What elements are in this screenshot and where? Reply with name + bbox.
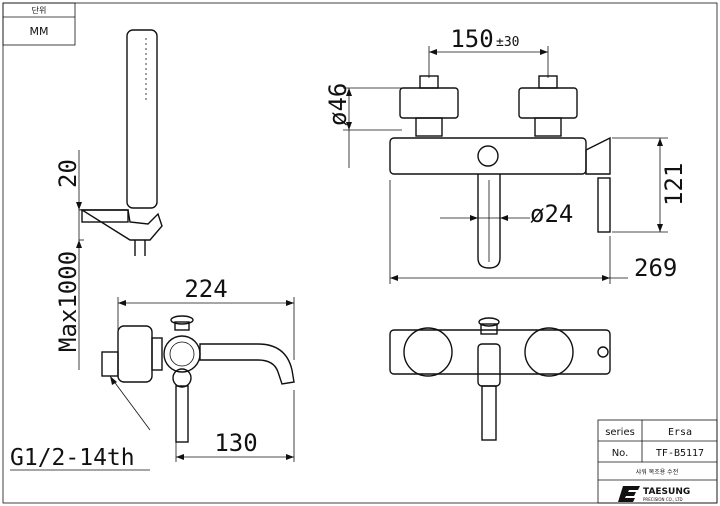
- dim-hose-top: 20: [54, 159, 82, 188]
- unit-box: 단위 MM: [2, 2, 76, 46]
- dim-spout-length: 224: [184, 275, 227, 303]
- hand-shower: [126, 29, 158, 209]
- front-view: 150 ±30 ø46 121 ø2: [324, 25, 688, 284]
- top-view: [389, 317, 611, 441]
- unit-box-label: 단위: [32, 5, 47, 15]
- dim-handle-diameter: ø46: [324, 83, 352, 126]
- bath-spout: [199, 343, 295, 385]
- title-block: series Ersa No. TF-B5117 샤워 목조용 수전 TAESU…: [597, 419, 718, 504]
- shower-holder: [79, 209, 163, 241]
- front-body: [389, 137, 587, 175]
- no-label: No.: [612, 448, 629, 459]
- dim-body-height: 121: [660, 163, 688, 206]
- dim-hose-length: Max1000: [54, 251, 82, 352]
- dim-thread: G1/2-14th: [10, 445, 135, 471]
- dim-spout-diameter: ø24: [530, 200, 573, 228]
- front-spout: [477, 174, 501, 269]
- dim-center-spacing: 150: [450, 25, 493, 53]
- brand-subtitle: PRECISION CO., LTD: [643, 497, 683, 502]
- mixer-body: [117, 325, 153, 383]
- no-value: TF-B5117: [656, 448, 704, 459]
- series-label: series: [605, 427, 635, 438]
- mixer-cartridge: [163, 335, 201, 373]
- side-view: 20 Max1000 224 G1/2-14th 130: [10, 29, 295, 471]
- taesung-logo: TAESUNG PRECISION CO., LTD: [618, 486, 690, 502]
- left-handle: [399, 87, 459, 119]
- dim-overall-width: 269: [634, 254, 677, 282]
- unit-box-value: MM: [30, 25, 49, 38]
- dim-center-tolerance: ±30: [496, 35, 519, 50]
- dim-bottom-length: 130: [214, 429, 257, 457]
- series-value: Ersa: [668, 427, 692, 438]
- product-description: 샤워 목조용 수전: [636, 468, 678, 476]
- brand-name: TAESUNG: [643, 487, 690, 497]
- right-handle: [518, 87, 578, 119]
